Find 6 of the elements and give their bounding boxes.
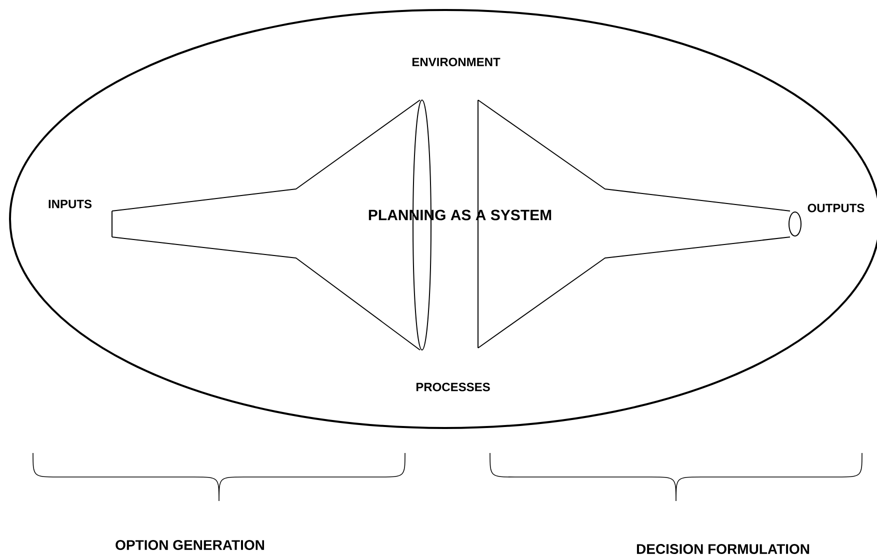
label-text: OUTPUTS <box>808 204 864 212</box>
label-text: INPUTS <box>48 200 92 208</box>
label-text: OPTION GENERATION <box>116 540 264 550</box>
label-text: DECISION FORMULATION <box>636 544 810 554</box>
node-label: PROCESSES <box>416 382 490 392</box>
node-label: ENVIRONMENT <box>412 58 500 66</box>
